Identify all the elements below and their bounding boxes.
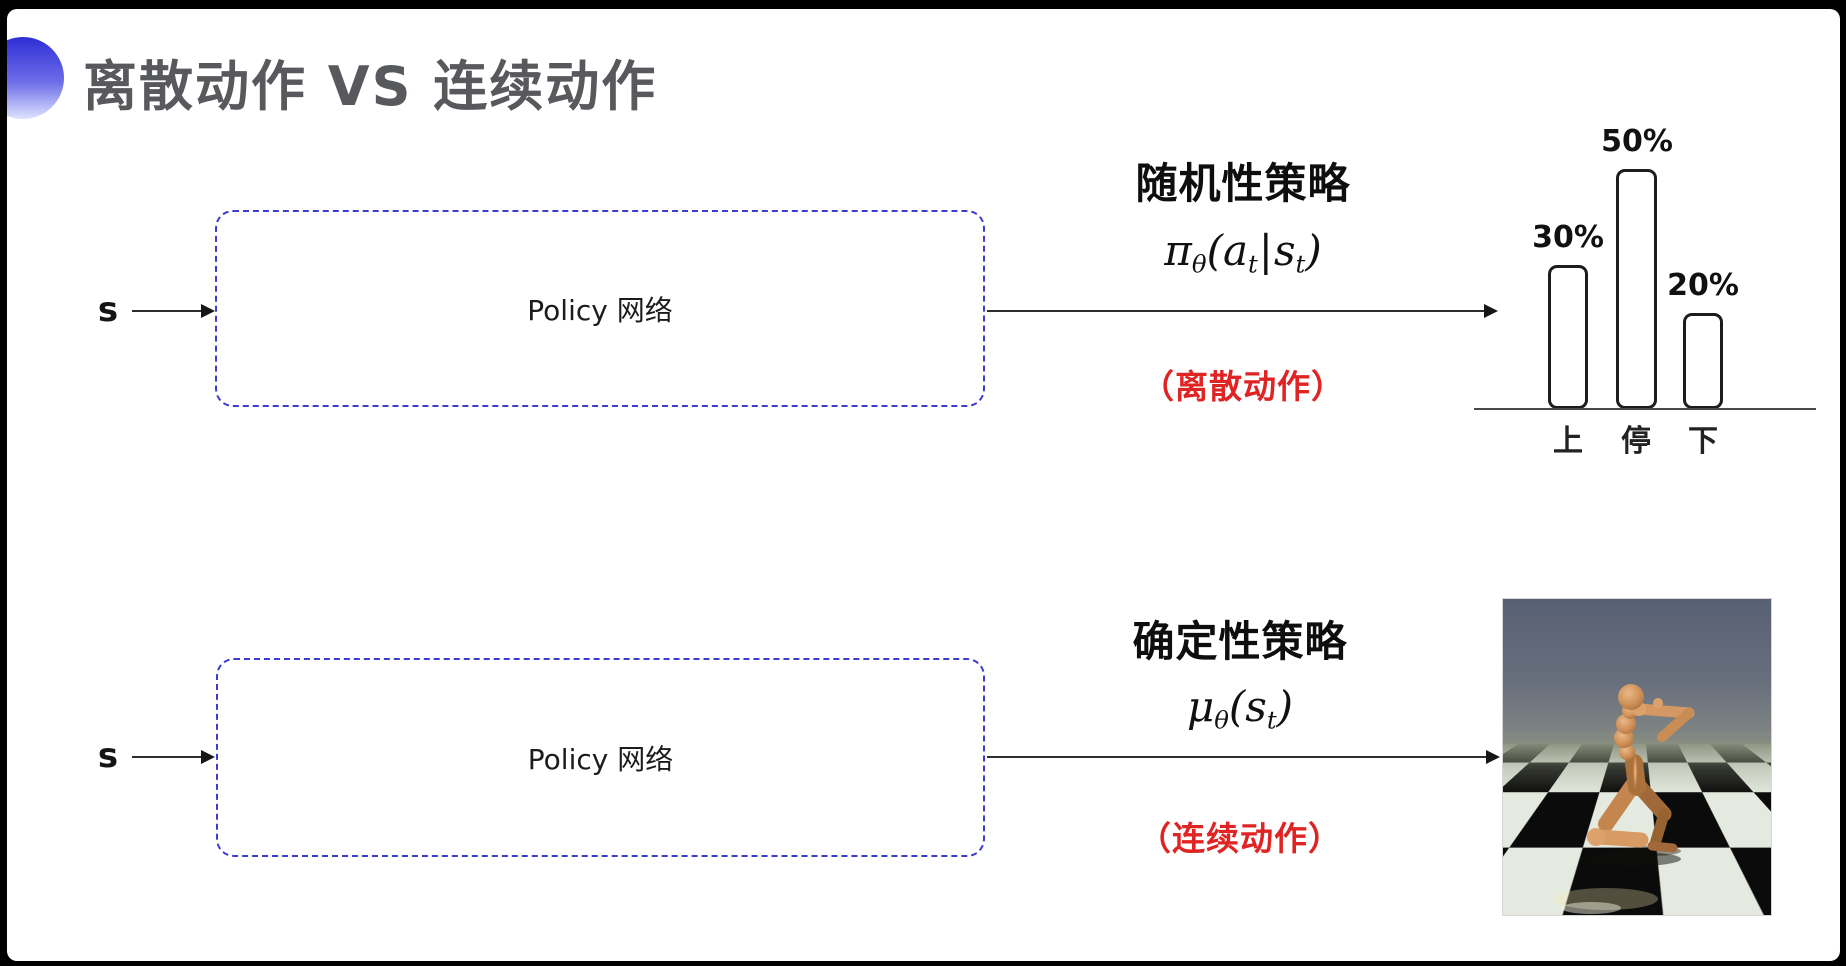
action-probability-bar-chart: 30% 50% 20% 上 停 下 xyxy=(1460,100,1840,460)
stochastic-policy-title: 随机性策略 xyxy=(1135,159,1351,208)
formula-pi: π xyxy=(1164,226,1192,275)
output-arrow-top xyxy=(987,304,1498,318)
deterministic-policy-formula: μθ(st) xyxy=(1090,682,1390,734)
formula-state-arg: s xyxy=(1245,682,1267,731)
humanoid-robot-figure xyxy=(1554,684,1695,914)
bar-value-up: 30% xyxy=(1532,220,1604,255)
formula-state-t-sub: t xyxy=(1266,705,1277,735)
formula-theta-sub: θ xyxy=(1214,705,1229,735)
formula-close-paren: ) xyxy=(1276,682,1294,731)
bar-value-down: 20% xyxy=(1667,268,1739,303)
sky-background xyxy=(1503,599,1771,747)
policy-network-label-bottom: Policy 网络 xyxy=(527,742,674,776)
formula-theta-sub: θ xyxy=(1191,249,1207,279)
discrete-action-label: （离散动作） xyxy=(1141,367,1345,406)
page-title: 离散动作 VS 连续动作 xyxy=(83,55,658,118)
chart-baseline xyxy=(1474,408,1816,410)
formula-state-arg: s xyxy=(1273,226,1296,275)
bar-stop xyxy=(1616,169,1657,409)
formula-given-bar: | xyxy=(1258,226,1273,275)
formula-state-t-sub: t xyxy=(1295,249,1306,279)
state-input-label-top: s xyxy=(97,290,119,330)
formula-mu: μ xyxy=(1186,682,1215,731)
continuous-action-label: （连续动作） xyxy=(1138,819,1342,858)
state-input-label-bottom: s xyxy=(97,736,119,776)
bar-value-stop: 50% xyxy=(1601,124,1673,159)
formula-action-arg: a xyxy=(1222,226,1248,275)
bar-down xyxy=(1683,313,1723,409)
input-arrow-bottom xyxy=(132,750,215,764)
policy-network-label-top: Policy 网络 xyxy=(527,293,673,327)
formula-open-paren: ( xyxy=(1206,226,1223,275)
output-arrow-bottom xyxy=(987,750,1500,764)
policy-network-box-top: Policy 网络 xyxy=(215,210,985,407)
humanoid-simulation-image xyxy=(1502,598,1772,916)
bar-category-stop: 停 xyxy=(1621,424,1651,459)
formula-close-paren: ) xyxy=(1305,226,1322,275)
formula-open-paren: ( xyxy=(1228,682,1246,731)
deterministic-policy-title: 确定性策略 xyxy=(1132,617,1348,666)
bar-category-down: 下 xyxy=(1688,424,1718,459)
input-arrow-top xyxy=(132,304,215,318)
bar-category-up: 上 xyxy=(1553,424,1583,459)
policy-network-box-bottom: Policy 网络 xyxy=(216,658,985,857)
formula-action-t-sub: t xyxy=(1248,249,1258,279)
bar-up xyxy=(1548,265,1588,409)
title-bullet-icon xyxy=(7,37,64,119)
stochastic-policy-formula: πθ(at|st) xyxy=(1093,226,1393,278)
